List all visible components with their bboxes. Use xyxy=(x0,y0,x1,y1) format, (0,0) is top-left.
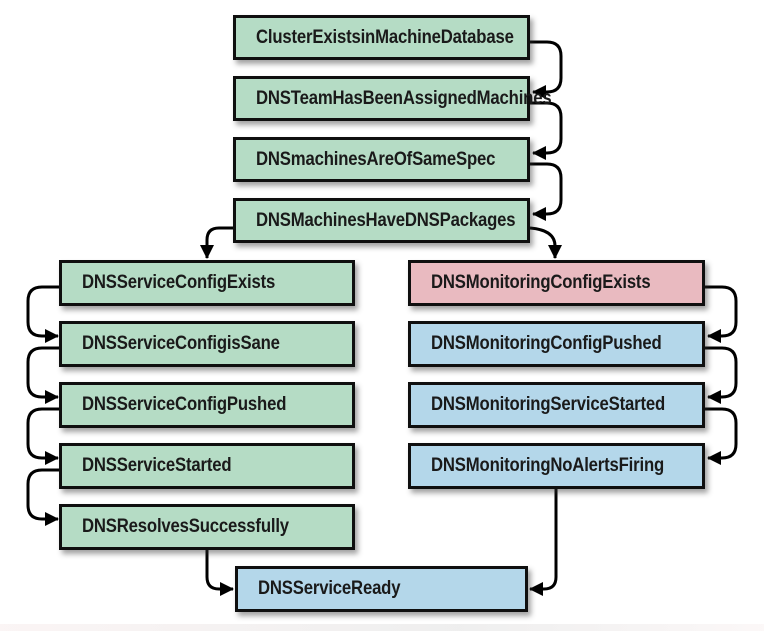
edge-team-to-samespec xyxy=(530,101,563,160)
edge-packages-to-serviceconfigexists xyxy=(200,226,233,259)
node-label: DNSTeamHasBeenAssignedMachines xyxy=(256,87,552,109)
edge-monservicestarted-to-noalerts xyxy=(705,407,738,465)
node-label: DNSServiceConfigisSane xyxy=(82,333,280,354)
node-dns-service-ready: DNSServiceReady xyxy=(235,566,528,612)
node-label: DNSMonitoringNoAlertsFiring xyxy=(431,455,665,476)
edge-cluster-to-team xyxy=(530,40,563,99)
node-label: ClusterExistsinMachineDatabase xyxy=(256,26,514,48)
node-label: DNSServiceConfigExists xyxy=(82,272,276,293)
node-label: DNSServiceConfigPushed xyxy=(82,394,287,415)
node-dns-monitoring-no-alerts-firing: DNSMonitoringNoAlertsFiring xyxy=(408,443,705,489)
node-dns-resolves-successfully: DNSResolvesSuccessfully xyxy=(59,504,355,550)
node-cluster-exists-in-machine-database: ClusterExistsinMachineDatabase xyxy=(233,15,530,60)
edge-servicestarted-to-resolves xyxy=(26,468,59,526)
node-label: DNSMachinesHaveDNSPackages xyxy=(256,209,516,231)
node-dns-service-config-exists: DNSServiceConfigExists xyxy=(59,260,355,306)
edge-samespec-to-packages xyxy=(530,162,563,221)
edge-configpushed-to-servicestarted xyxy=(26,407,59,465)
node-dns-team-has-been-assigned-machines: DNSTeamHasBeenAssignedMachines xyxy=(233,76,552,121)
node-dns-monitoring-service-started: DNSMonitoringServiceStarted xyxy=(408,382,705,428)
edge-configexists-to-configissane xyxy=(26,285,59,343)
node-label: DNSmachinesAreOfSameSpec xyxy=(256,148,496,170)
node-label: DNSResolvesSuccessfully xyxy=(82,516,289,537)
edge-configissane-to-configpushed xyxy=(26,346,59,404)
node-label: DNSMonitoringServiceStarted xyxy=(431,394,666,415)
node-dns-machines-are-of-same-spec: DNSmachinesAreOfSameSpec xyxy=(233,137,530,182)
node-dns-monitoring-config-pushed: DNSMonitoringConfigPushed xyxy=(408,321,705,367)
edge-monconfigexists-to-monconfigpushed xyxy=(705,285,738,343)
node-label: DNSServiceStarted xyxy=(82,455,232,476)
node-label: DNSServiceReady xyxy=(258,578,401,599)
node-dns-service-config-pushed: DNSServiceConfigPushed xyxy=(59,382,355,428)
node-label: DNSMonitoringConfigExists xyxy=(431,272,651,293)
edge-resolves-to-ready xyxy=(205,550,234,596)
edge-monconfigpushed-to-monservicestarted xyxy=(705,346,738,404)
edge-noalerts-to-ready xyxy=(529,489,558,596)
node-dns-machines-have-dns-packages: DNSMachinesHaveDNSPackages xyxy=(233,198,530,243)
node-dns-service-started: DNSServiceStarted xyxy=(59,443,355,489)
node-dns-service-config-is-sane: DNSServiceConfigisSane xyxy=(59,321,355,367)
node-label: DNSMonitoringConfigPushed xyxy=(431,333,662,354)
edge-packages-to-monitoringconfigexists xyxy=(529,226,562,259)
bottom-shadow-strip xyxy=(0,624,764,631)
node-dns-monitoring-config-exists: DNSMonitoringConfigExists xyxy=(408,260,705,306)
